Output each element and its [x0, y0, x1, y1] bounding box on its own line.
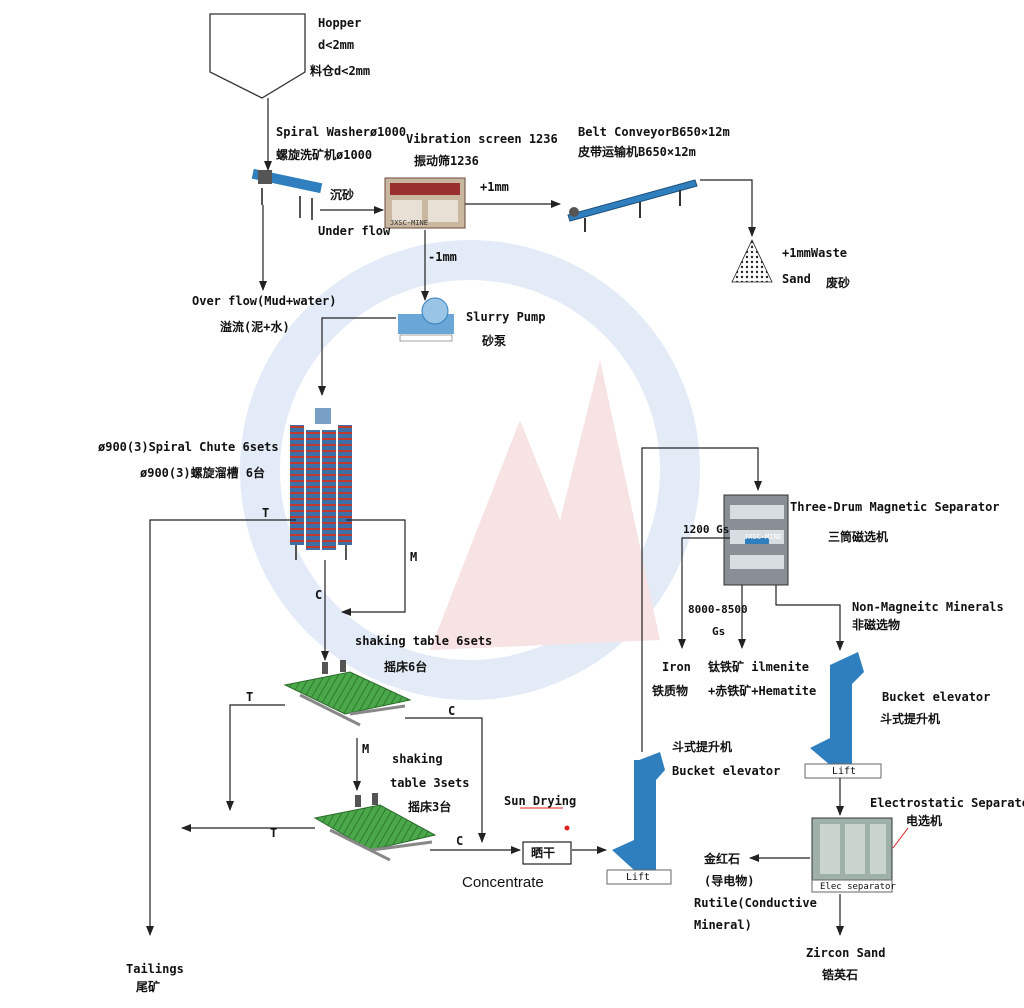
gs-1200-label: 1200 Gs [683, 523, 730, 536]
shaking-table-1-machine [283, 660, 412, 727]
slurry-pump-machine [398, 297, 454, 342]
belt-conveyor-cn-label: 皮带运输机B650×12m [578, 145, 696, 159]
non-magnetic-label: Non-Magneitc Minerals [852, 600, 1004, 614]
tailings-label: Tailings [126, 962, 184, 976]
concentrate-c-label-1: C [315, 588, 323, 602]
shaking-table-3-cn-label: 摇床3台 [408, 800, 452, 814]
electrostatic-separator-machine [811, 817, 893, 893]
electrostatic-cn-label: 电选机 [906, 814, 943, 828]
electrostatic-pointer [892, 827, 909, 849]
waste-sand-cn-label: 废砂 [826, 276, 851, 290]
bucket-elevator-2-label: Bucket elevator [882, 690, 991, 704]
sediment-cn-label: 沉砂 [330, 188, 355, 202]
non-magnetic-cn-label: 非磁选物 [852, 618, 901, 632]
over-flow-cn-label: 溢流(泥+水) [220, 320, 290, 334]
waste-sand-label-1: +1mmWaste [782, 246, 848, 260]
middlings-m-label-1: M [410, 550, 418, 564]
spiral-washer-machine [251, 168, 323, 220]
lift-1-label: Lift [626, 872, 651, 883]
red-dot [564, 825, 570, 831]
sun-drying-box [522, 841, 572, 865]
shaking-table-3-label-1: shaking [392, 752, 443, 766]
flow-lines [146, 98, 844, 936]
hopper-size-label: d<2mm [318, 38, 355, 52]
belt-conveyor-label: Belt ConveyorB650×12m [578, 125, 730, 139]
minus-1mm-label: -1mm [428, 250, 457, 264]
concentrate-label: Concentrate [462, 874, 544, 891]
concentrate-c-label-2: C [448, 704, 456, 718]
rutile-label-2: Mineral) [694, 918, 752, 932]
hopper-shape [209, 13, 306, 99]
bucket-elevator-2-cn-label: 斗式提升机 [880, 712, 941, 726]
conductor-cn-label: (导电物) [704, 874, 755, 888]
tailings-t-label-3: T [270, 826, 278, 840]
vibration-screen-label: Vibration screen 1236 [406, 132, 558, 146]
concentrate-c-label-3: C [456, 834, 464, 848]
sun-drying-label: Sun Drying [504, 794, 577, 808]
sun-drying-cn-label: 晒干 [531, 846, 556, 860]
plus-1mm-label: +1mm [480, 180, 509, 194]
hopper-label: Hopper [318, 16, 362, 30]
spiral-chute-cn-label: ø900(3)螺旋溜槽 6台 [140, 466, 266, 480]
slurry-pump-cn-label: 砂泵 [482, 334, 507, 348]
iron-label: Iron [662, 660, 691, 674]
rutile-label-1: Rutile(Conductive [694, 896, 817, 910]
hopper-cn-label: 料仓d<2mm [310, 64, 371, 78]
over-flow-label: Over flow(Mud+water) [192, 294, 337, 308]
middlings-m-label-2: M [362, 742, 370, 756]
shaking-table-3-label-2: table 3sets [390, 776, 470, 790]
zircon-label: Zircon Sand [806, 946, 886, 960]
zircon-cn-label: 锆英石 [822, 968, 859, 982]
bucket-elevator-1-machine [606, 752, 672, 885]
tailings-cn-label: 尾矿 [136, 980, 161, 994]
watermark-logo [240, 240, 700, 700]
bucket-elevator-1-label: Bucket elevator [672, 764, 781, 778]
machine-plate-1: JXSC-MINE [390, 219, 428, 227]
slurry-pump-label: Slurry Pump [466, 310, 546, 324]
bucket-elevator-2-machine [804, 652, 882, 779]
bucket-elevator-1-cn-label: 斗式提升机 [672, 740, 733, 754]
elec-separator-label: Elec separator [820, 882, 896, 892]
tailings-t-label-2: T [246, 690, 254, 704]
spiral-washer-label: Spiral Washerø1000 [276, 125, 407, 139]
spiral-washer-cn-label: 螺旋洗矿机ø1000 [276, 148, 373, 162]
lift-2-label: Lift [832, 766, 857, 777]
vibration-screen-machine [384, 177, 466, 229]
machine-plate-2: JXSC-MINE [744, 533, 782, 541]
vibration-screen-cn-label: 振动筛1236 [414, 154, 479, 168]
hematite-label: +赤铁矿+Hematite [708, 684, 817, 698]
gs-8000-label-2: Gs [712, 625, 726, 638]
rutile-cn-label: 金红石 [704, 852, 741, 866]
three-drum-magnetic-separator-machine [723, 494, 789, 586]
under-flow-label: Under flow [318, 224, 391, 238]
iron-cn-label: 铁质物 [652, 684, 689, 698]
ilmenite-label: 钛铁矿 ilmenite [708, 660, 810, 674]
three-drum-cn-label: 三筒磁选机 [828, 530, 889, 544]
waste-sand-pile [731, 239, 773, 283]
shaking-table-6-cn-label: 摇床6台 [384, 660, 428, 674]
shaking-table-2-machine [313, 793, 437, 862]
spiral-chute-machine [290, 408, 352, 560]
spiral-chute-label: ø900(3)Spiral Chute 6sets [98, 440, 279, 454]
three-drum-label: Three-Drum Magnetic Separator [790, 500, 1000, 514]
belt-conveyor-machine [567, 179, 698, 232]
waste-sand-label-2: Sand [782, 272, 811, 286]
tailings-t-label-1: T [262, 506, 270, 520]
gs-8000-label-1: 8000-8500 [688, 603, 748, 616]
shaking-table-6-label: shaking table 6sets [355, 634, 493, 648]
electrostatic-label: Electrostatic Separator [870, 796, 1024, 810]
